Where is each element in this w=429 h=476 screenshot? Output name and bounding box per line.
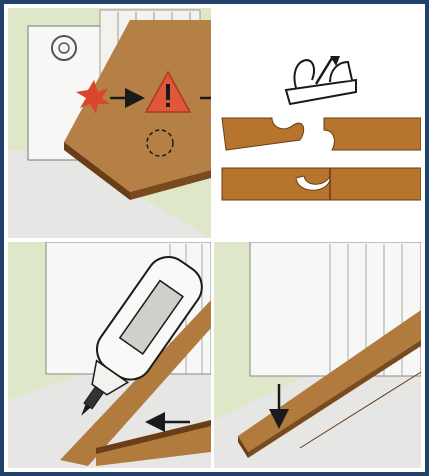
panel-press-down — [214, 242, 421, 468]
panel-glue-joint — [8, 242, 211, 468]
board-joint-open-right — [324, 118, 421, 150]
panel-plane-tongue — [214, 8, 421, 238]
panel-radiator-warning — [8, 8, 211, 238]
divider-horizontal — [8, 238, 421, 242]
